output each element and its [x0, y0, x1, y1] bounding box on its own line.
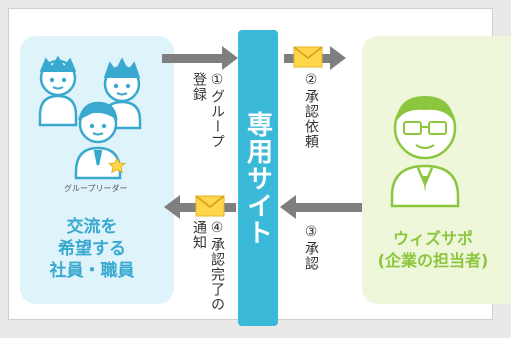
- step-4-label: ④承認完了の通知: [191, 220, 225, 312]
- group-leader-caption: グループリーダー: [64, 184, 128, 193]
- dedicated-site-bar: 専用サイト: [238, 30, 278, 326]
- people-group-icon: [38, 55, 142, 180]
- envelope-icon: [195, 195, 225, 217]
- step-1-label: ①グループ登録: [191, 72, 225, 149]
- step-3-label: ③承認: [303, 224, 319, 271]
- employees-caption-line: 社員・職員: [49, 261, 135, 281]
- company-caption: ウィズサポ (企業の担当者): [360, 228, 506, 272]
- employees-caption-line: 交流を: [66, 217, 118, 237]
- company-caption-line: (企業の担当者): [377, 251, 489, 270]
- arrow-left-icon: [280, 195, 362, 219]
- employees-caption-line: 希望する: [58, 239, 126, 259]
- star-icon: [108, 157, 126, 174]
- company-caption-line: ウィズサポ: [392, 229, 473, 248]
- envelope-icon: [293, 46, 323, 68]
- step-2-label: ②承認依頼: [303, 72, 319, 149]
- arrow-right-icon: [162, 46, 238, 70]
- person-with-glasses-icon: [390, 96, 460, 208]
- dedicated-site-label: 専用サイト: [242, 110, 273, 246]
- employees-caption: 交流を 希望する 社員・職員: [30, 216, 154, 282]
